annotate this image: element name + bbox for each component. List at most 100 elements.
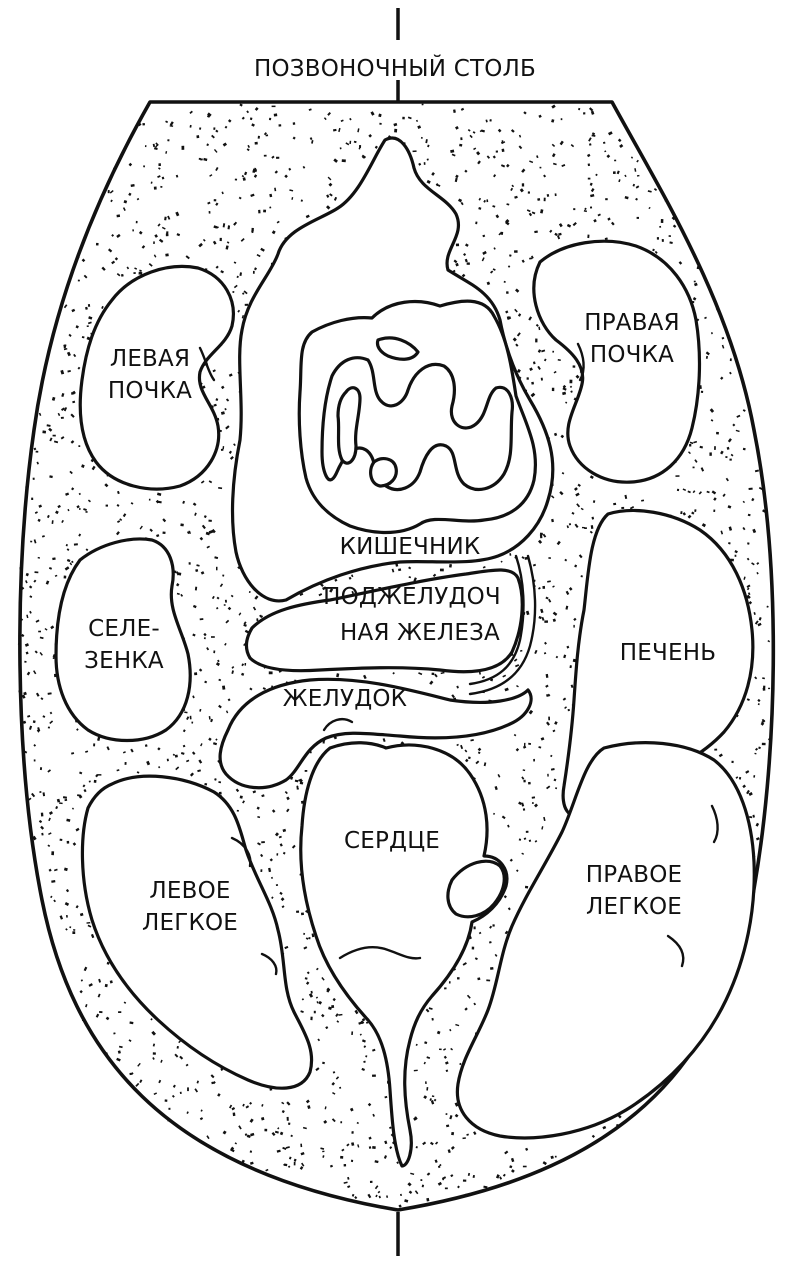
stipple-dot — [158, 163, 161, 167]
stipple-dot — [66, 558, 71, 563]
stipple-dot — [194, 586, 198, 591]
stipple-dot — [531, 255, 534, 259]
stipple-dot — [343, 1164, 347, 1167]
stipple-dot — [413, 577, 417, 582]
stipple-dot — [299, 592, 304, 596]
stipple-dot — [33, 670, 37, 675]
stipple-dot — [669, 241, 673, 245]
stipple-dot — [62, 796, 68, 799]
stipple-dot — [561, 164, 566, 168]
stipple-dot — [505, 219, 510, 224]
stipple-dot — [341, 159, 346, 163]
stipple-dot — [83, 274, 88, 279]
stipple-dot — [558, 223, 563, 228]
heart-vessel — [338, 946, 422, 960]
stipple-dot — [372, 1113, 375, 1117]
stipple-dot — [521, 776, 525, 780]
stipple-dot — [153, 1092, 158, 1096]
stipple-dot — [189, 110, 193, 114]
stipple-dot — [215, 606, 219, 610]
stipple-dot — [407, 116, 412, 120]
stipple-dot — [33, 579, 37, 583]
stipple-dot — [34, 511, 38, 514]
stipple-dot — [451, 1131, 455, 1136]
stipple-dot — [305, 1099, 310, 1104]
stipple-dot — [583, 112, 586, 115]
stipple-dot — [751, 497, 755, 502]
stipple-dot — [109, 189, 114, 194]
stipple-dot — [244, 1133, 248, 1136]
stipple-dot — [97, 993, 101, 998]
stipple-dot — [437, 1165, 441, 1169]
stipple-dot — [303, 932, 306, 935]
pancreas-label-line2: НАЯ ЖЕЛЕЗА — [340, 620, 500, 646]
stipple-dot — [209, 174, 213, 177]
stipple-dot — [691, 511, 695, 515]
stipple-dot — [518, 801, 522, 805]
pancreas-duct — [468, 554, 525, 686]
stipple-dot — [165, 253, 169, 257]
stipple-dot — [212, 369, 216, 373]
stipple-dot — [348, 576, 352, 580]
stipple-dot — [742, 447, 746, 451]
stipple-dot — [575, 492, 580, 497]
stipple-dot — [137, 1062, 141, 1067]
stipple-dot — [227, 606, 232, 611]
stipple-dot — [489, 119, 492, 122]
stipple-dot — [17, 641, 21, 645]
stipple-dot — [374, 1185, 379, 1190]
stipple-dot — [181, 145, 185, 150]
stipple-dot — [75, 905, 79, 909]
stipple-dot — [32, 477, 35, 480]
stipple-dot — [541, 349, 546, 353]
stipple-dot — [194, 1088, 199, 1093]
stipple-dot — [758, 617, 762, 621]
stipple-dot — [510, 1169, 515, 1173]
stipple-dot — [263, 154, 267, 157]
stipple-dot — [587, 234, 590, 239]
stipple-dot — [249, 1150, 253, 1153]
stipple-dot — [87, 924, 92, 928]
stipple-dot — [672, 224, 677, 228]
stipple-dot — [332, 1092, 336, 1095]
stipple-dot — [247, 144, 251, 148]
stipple-dot — [430, 1100, 435, 1105]
stipple-dot — [731, 760, 734, 764]
stipple-dot — [351, 1193, 355, 1197]
stipple-dot — [234, 178, 238, 181]
stipple-dot — [763, 685, 766, 689]
stipple-dot — [185, 255, 190, 260]
stipple-dot — [117, 490, 120, 495]
stipple-dot — [207, 201, 211, 205]
stipple-dot — [693, 440, 698, 444]
stipple-dot — [185, 1063, 189, 1067]
stipple-dot — [340, 1121, 343, 1124]
left-lung-label-line2: ЛЕГКОЕ — [142, 910, 238, 936]
stipple-dot — [55, 510, 59, 515]
stipple-dot — [636, 216, 639, 219]
stipple-dot — [426, 1197, 430, 1202]
stomach-label: ЖЕЛУДОК — [283, 686, 407, 712]
stipple-dot — [46, 424, 51, 427]
stipple-dot — [361, 1039, 366, 1043]
stipple-dot — [509, 858, 513, 862]
stipple-dot — [361, 1067, 365, 1071]
stipple-dot — [316, 1001, 319, 1004]
stipple-dot — [500, 164, 506, 168]
stipple-dot — [116, 504, 120, 507]
stipple-dot — [507, 265, 511, 268]
stipple-dot — [505, 310, 509, 314]
stipple-dot — [563, 654, 567, 659]
stipple-dot — [754, 620, 759, 625]
left-kidney-shape — [78, 264, 235, 491]
stipple-dot — [85, 750, 89, 753]
stipple-dot — [528, 839, 532, 842]
stipple-dot — [369, 1180, 373, 1183]
stipple-dot — [198, 127, 202, 130]
stipple-dot — [553, 778, 557, 782]
stipple-dot — [494, 953, 498, 957]
stipple-dot — [271, 105, 276, 108]
stipple-dot — [138, 230, 143, 235]
stipple-dot — [495, 150, 498, 153]
stipple-dot — [384, 1140, 388, 1145]
